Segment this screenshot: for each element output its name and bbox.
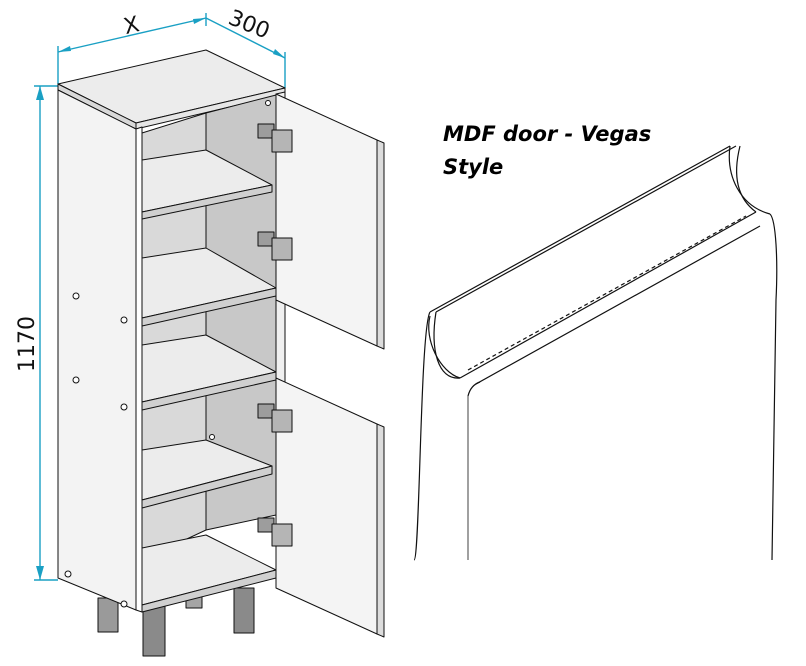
cabinet bbox=[57, 49, 385, 657]
hinge-1 bbox=[257, 123, 293, 153]
hinge-4 bbox=[257, 517, 293, 547]
door-hinges bbox=[257, 123, 293, 547]
width-label: X bbox=[121, 12, 141, 40]
door-style-caption: MDF door - Vegas Style bbox=[443, 122, 652, 179]
depth-label: 300 bbox=[225, 6, 273, 45]
mdf-door-detail bbox=[413, 145, 778, 561]
hinge-3 bbox=[257, 403, 293, 433]
width-dimension-line bbox=[57, 17, 207, 53]
dimension-lines bbox=[34, 13, 286, 581]
depth-dimension-line bbox=[205, 17, 286, 59]
height-label: 1170 bbox=[15, 316, 40, 372]
leg-front-left bbox=[97, 597, 119, 633]
cabinet-shelves bbox=[141, 149, 277, 613]
cabinet-left-side bbox=[57, 89, 137, 611]
handle-groove bbox=[459, 211, 757, 379]
door-left-edge bbox=[413, 311, 431, 561]
leg-back-right bbox=[233, 587, 255, 634]
hinge-2 bbox=[257, 231, 293, 261]
screw-holes bbox=[64, 100, 271, 608]
leg-front-right bbox=[142, 605, 166, 657]
